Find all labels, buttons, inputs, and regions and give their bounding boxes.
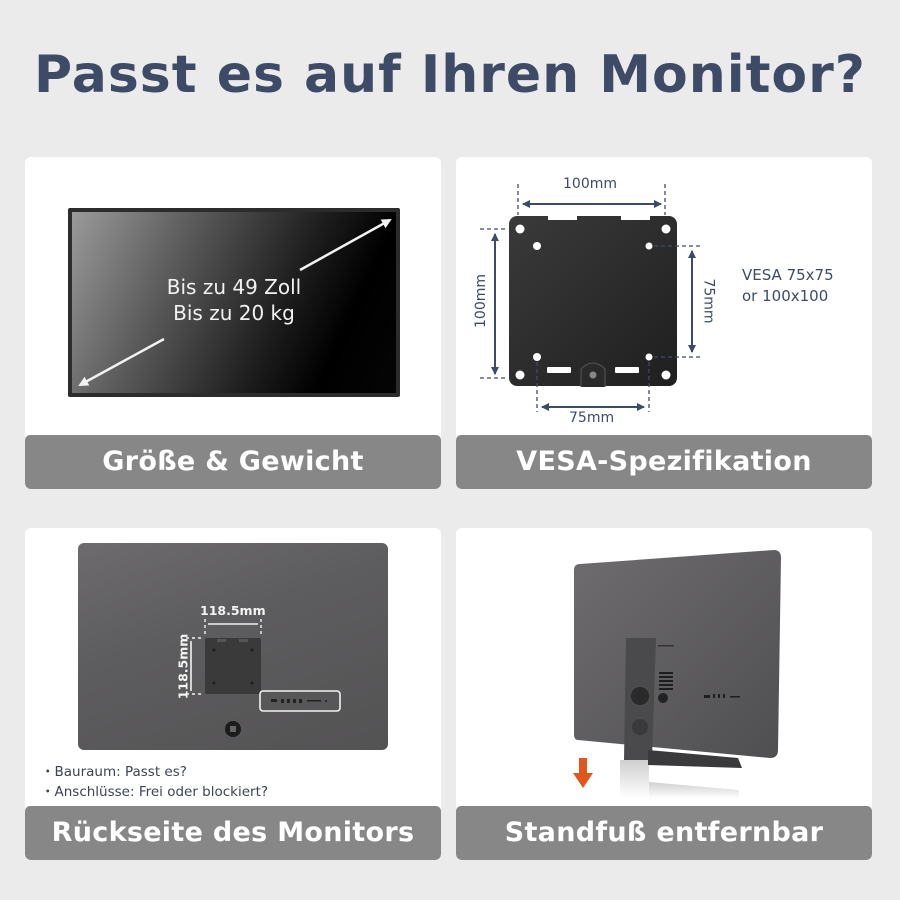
dim-bottom-75mm: 75mm: [569, 410, 615, 426]
max-size-text: Bis zu 49 Zoll: [166, 275, 302, 299]
vesa-plate-diagram: [480, 184, 701, 412]
dim-left-100mm: 100mm: [473, 274, 489, 328]
vesa-note-line-1: VESA 75x75: [742, 266, 834, 284]
note-space: ・Bauraum: Passt es?: [41, 764, 187, 780]
diagonal-double-arrow-icon: [78, 218, 392, 387]
card-label: VESA-Spezifikation: [456, 435, 872, 489]
vesa-note: VESA 75x75 or 100x100: [742, 265, 834, 307]
card-label: Rückseite des Monitors: [25, 806, 441, 860]
monitor-back-illustration: 118.5mm 118.5mm: [78, 543, 388, 750]
down-arrow-icon: [573, 758, 593, 788]
dim-width-118-5mm: 118.5mm: [200, 603, 266, 618]
checklist-notes: ・Bauraum: Passt es? ・Anschlüsse: Frei od…: [41, 762, 268, 802]
card-label: Standfuß entfernbar: [456, 806, 872, 860]
page-title: Passt es auf Ihren Monitor?: [34, 45, 866, 105]
card-vesa: 100mm 100mm 75mm 75mm VESA 75x75 or 100x…: [456, 157, 872, 489]
card-stand-removable: Standfuß entfernbar: [456, 528, 872, 860]
note-ports: ・Anschlüsse: Frei oder blockiert?: [41, 784, 269, 800]
card-monitor-back: 118.5mm 118.5mm ・Bauraum: Passt es? ・Ans…: [25, 528, 441, 860]
dim-top-100mm: 100mm: [563, 176, 617, 192]
tv-screen: Bis zu 49 Zoll Bis zu 20 kg: [72, 212, 396, 393]
tv-screen-text: Bis zu 49 Zoll Bis zu 20 kg: [72, 274, 396, 326]
card-label: Größe & Gewicht: [25, 435, 441, 489]
monitor-back-details: [186, 619, 341, 737]
card-size-weight: Bis zu 49 Zoll Bis zu 20 kg Größe & Gewi…: [25, 157, 441, 489]
tv-illustration: Bis zu 49 Zoll Bis zu 20 kg: [68, 208, 400, 397]
vesa-note-line-2: or 100x100: [742, 287, 829, 305]
monitor-with-stand-illustration: [574, 550, 781, 798]
max-weight-text: Bis zu 20 kg: [173, 301, 295, 325]
dim-height-118-5mm: 118.5mm: [175, 633, 191, 700]
dim-right-75mm: 75mm: [700, 278, 717, 324]
